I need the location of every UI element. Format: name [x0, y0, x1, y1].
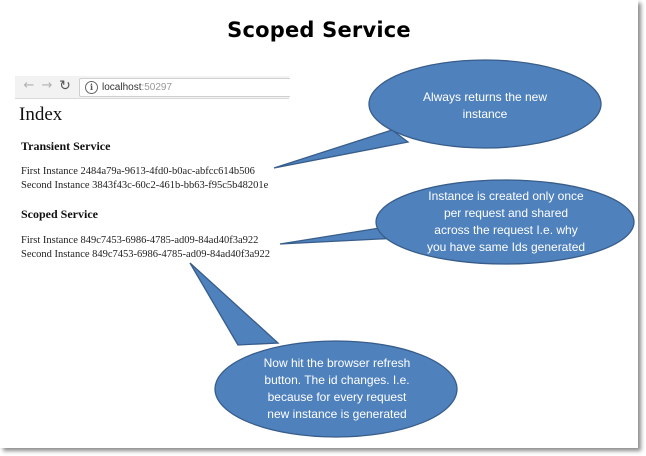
callout-refresh-shape [189, 262, 280, 346]
callout-scoped-shape [375, 179, 635, 265]
url-text: localhost:50297 [102, 80, 172, 95]
transient-second-instance: Second Instance 3843f43c-60c2-461b-bb63-… [21, 180, 269, 191]
forward-arrow-icon[interactable]: → [41, 78, 53, 93]
transient-heading: Transient Service [21, 139, 111, 153]
callout-transient-shape [273, 129, 410, 169]
scoped-second-instance: Second Instance 849c7453-6986-4785-ad09-… [21, 249, 271, 260]
callout-line: Instance is created only once [428, 189, 584, 203]
callout-transient-shape [368, 59, 602, 149]
url-host: localhost [102, 82, 142, 93]
callout-refresh-text: Now hit the browser refresh button. The … [232, 355, 442, 423]
page-heading: Index [19, 104, 63, 125]
callout-line: new instance is generated [267, 407, 407, 421]
slide-title: Scoped Service [227, 18, 411, 42]
scoped-first-instance: First Instance 849c7453-6986-4785-ad09-8… [21, 235, 259, 246]
callout-refresh-shape [214, 340, 458, 438]
callout-line: Now hit the browser refresh [263, 356, 411, 370]
url-port: :50297 [141, 82, 173, 93]
scoped-heading: Scoped Service [21, 207, 98, 221]
callout-transient-text: Always returns the new instance [395, 89, 575, 123]
callout-line: button. The id changes. I.e. [264, 373, 410, 387]
reload-icon[interactable]: ↻ [59, 78, 71, 94]
callout-line: across the request I.e. why [434, 223, 578, 237]
callout-line: per request and shared [443, 206, 569, 220]
callout-line: because for every request [267, 390, 407, 404]
callout-line: instance [462, 107, 508, 121]
transient-first-instance: First Instance 2484a79a-9613-4fd0-b0ac-a… [21, 166, 255, 177]
callout-scoped-text: Instance is created only once per reques… [390, 188, 622, 256]
callout-line: you have same Ids generated [426, 240, 586, 254]
back-arrow-icon[interactable]: ← [23, 78, 35, 93]
callout-line: Always returns the new [422, 90, 548, 104]
info-icon[interactable]: i [85, 81, 98, 94]
address-bar[interactable]: i localhost:50297 [79, 78, 290, 97]
browser-toolbar: ← → ↻ i localhost:50297 [15, 76, 290, 99]
